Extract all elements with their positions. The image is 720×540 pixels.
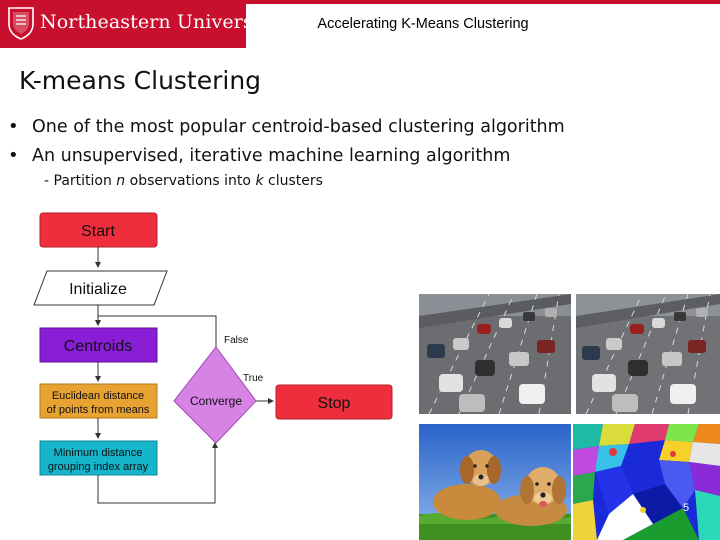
segmented-image-graphic <box>573 424 720 540</box>
flow-converge-label: Converge <box>190 394 242 408</box>
slide-title: K-means Clustering <box>19 66 261 95</box>
traffic-photo <box>419 294 571 414</box>
sub-bullet-n: n <box>116 173 125 189</box>
flow-false-label: False <box>224 335 249 346</box>
flow-centroids-label: Centroids <box>64 338 132 355</box>
flow-start-label: Start <box>81 223 115 240</box>
slide-header: Northeastern University Accelerating K-M… <box>0 0 720 50</box>
bullet-dot-icon: • <box>8 116 32 137</box>
traffic-photo-clustered <box>576 294 720 414</box>
traffic-photo-clustered-image <box>576 294 720 414</box>
bullet-text: An unsupervised, iterative machine learn… <box>32 146 510 166</box>
kmeans-flowchart: Start Initialize Centroids Euclidean dis… <box>20 205 400 515</box>
bullet-item: •An unsupervised, iterative machine lear… <box>8 145 510 166</box>
traffic-photo-image <box>419 294 571 414</box>
bullet-dot-icon: • <box>8 145 32 166</box>
flow-min-distance-label-2: grouping index array <box>48 461 149 473</box>
sub-bullet-prefix: - Partition <box>44 173 116 189</box>
sub-bullet-k: k <box>255 173 263 189</box>
dogs-photo-image <box>419 424 571 540</box>
sub-bullet-suffix: clusters <box>264 173 323 189</box>
university-name: Northeastern University <box>40 11 277 33</box>
sub-bullet-middle: observations into <box>125 173 255 189</box>
university-logo-bar: Northeastern University <box>0 0 246 48</box>
flow-initialize-label: Initialize <box>69 281 127 298</box>
university-seal-icon <box>6 6 36 40</box>
flow-stop-label: Stop <box>318 395 351 412</box>
header-rule <box>246 0 720 4</box>
flow-min-distance-label-1: Minimum distance <box>54 447 143 459</box>
flow-true-label: True <box>243 373 264 384</box>
segmented-image <box>573 424 720 540</box>
dogs-photo <box>419 424 571 540</box>
bullet-item: •One of the most popular centroid-based … <box>8 116 565 137</box>
page-number: 5 <box>683 502 689 514</box>
sub-bullet: - Partition n observations into k cluste… <box>44 173 323 189</box>
flow-euclidean-label-2: of points from means <box>47 404 150 416</box>
deck-title: Accelerating K-Means Clustering <box>246 16 600 32</box>
bullet-text: One of the most popular centroid-based c… <box>32 117 565 137</box>
flow-euclidean-label-1: Euclidean distance <box>52 390 144 402</box>
